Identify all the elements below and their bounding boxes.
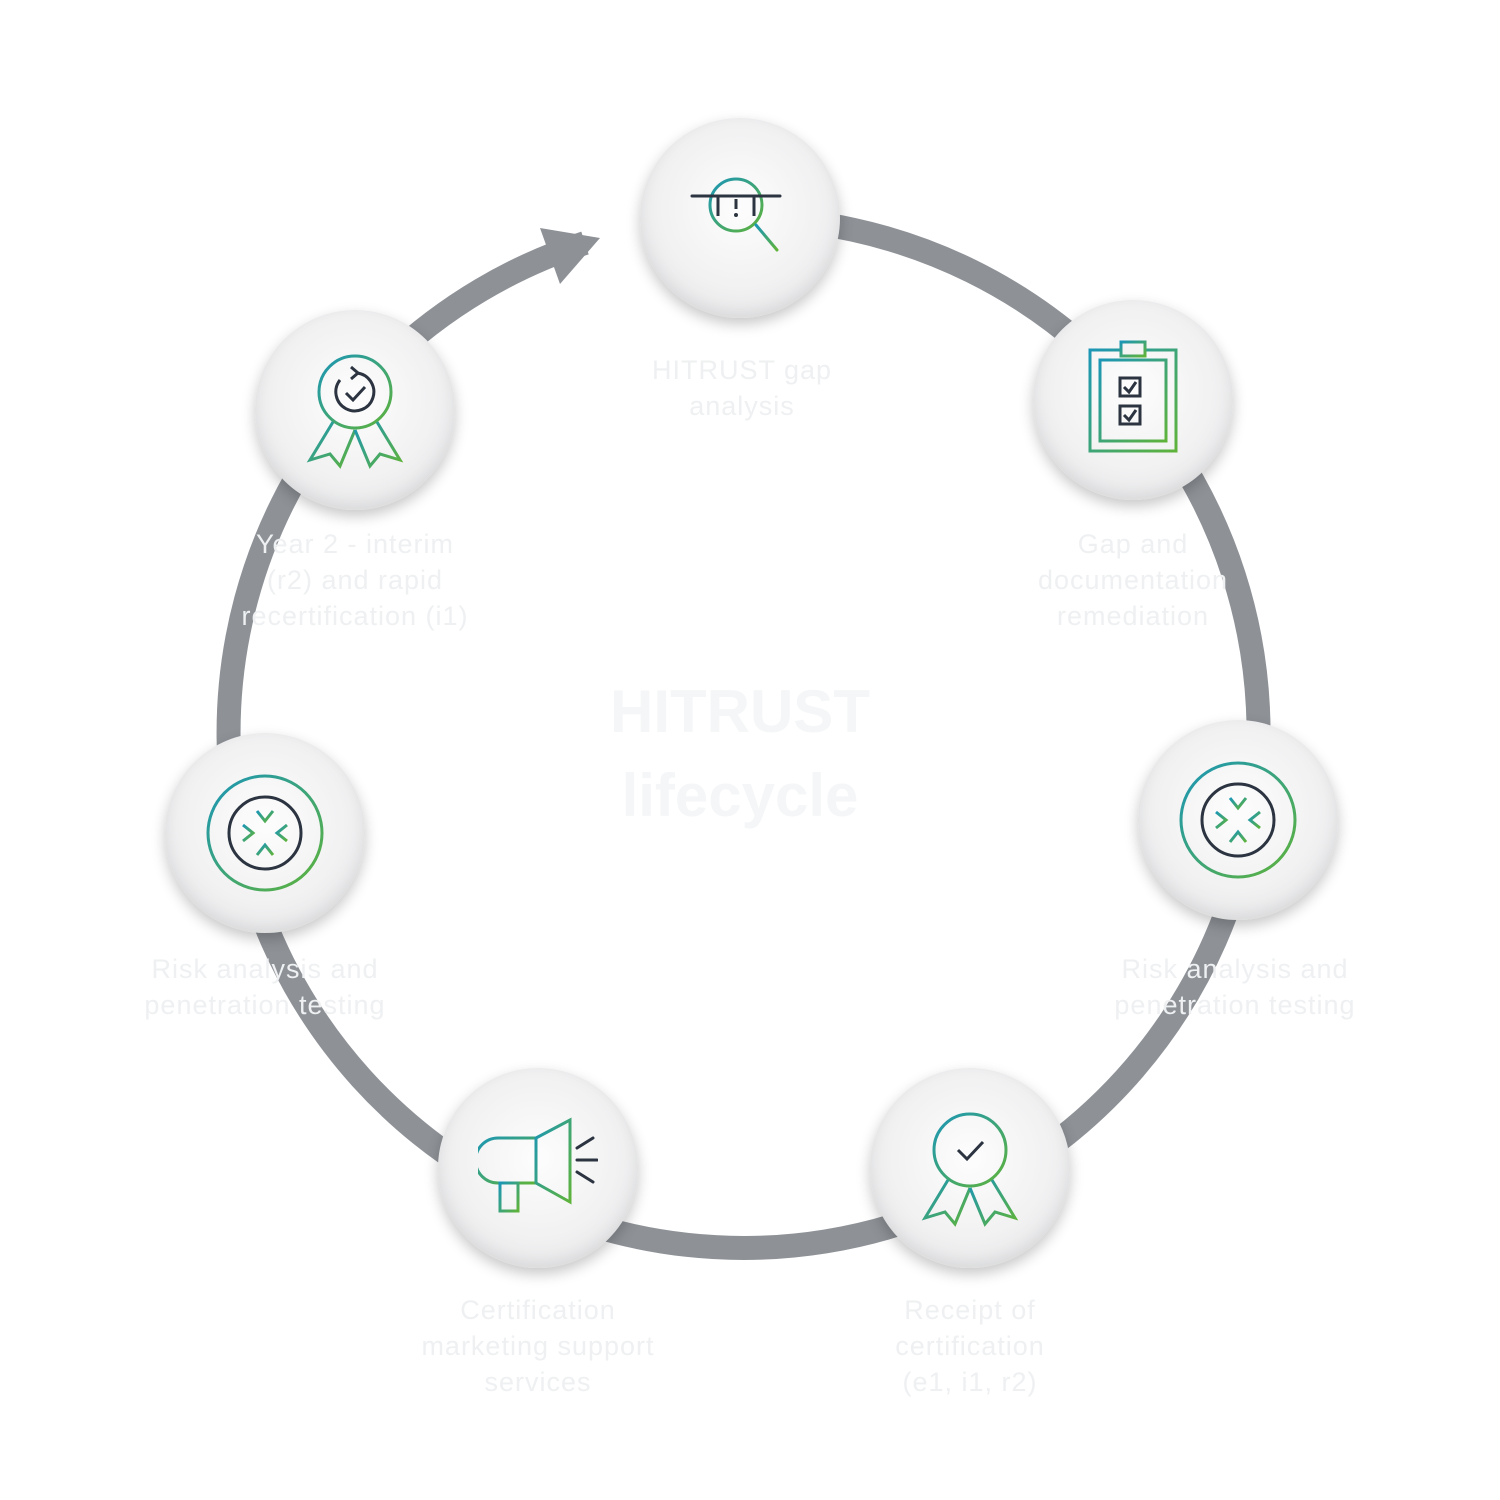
target-crosshair-icon	[206, 774, 324, 892]
step-label-year2-recertification: Year 2 - interim (r2) and rapid recertif…	[241, 529, 469, 631]
arrow-head-icon	[540, 228, 600, 284]
step-label-marketing-support: Certification marketing support services	[421, 1295, 655, 1397]
step-label-remediation: Gap and documentation remediation	[1037, 529, 1229, 631]
step-label-risk-analysis-right: Risk analysis and penetration testing	[1114, 954, 1356, 1020]
step-node-risk-analysis-left	[165, 733, 365, 933]
step-node-marketing-support	[438, 1068, 638, 1268]
step-label-receipt-certification: Receipt of certification (e1, i1, r2)	[895, 1295, 1045, 1397]
step-label-gap-analysis: HITRUST gap analysis	[651, 355, 833, 421]
step-node-year2-recertification	[255, 310, 455, 510]
megaphone-icon	[478, 1117, 598, 1213]
award-ribbon-icon	[921, 1112, 1019, 1227]
center-title: HITRUST lifecycle	[610, 678, 870, 829]
checklist-clipboard-icon	[1088, 340, 1178, 453]
target-crosshair-icon	[1179, 761, 1297, 879]
step-node-receipt-certification	[870, 1068, 1070, 1268]
step-node-remediation	[1033, 300, 1233, 500]
award-renewal-icon	[306, 354, 404, 469]
magnifier-alert-icon	[690, 177, 782, 252]
step-label-risk-analysis-left: Risk analysis and penetration testing	[144, 954, 386, 1020]
step-node-risk-analysis-right	[1138, 720, 1338, 920]
step-node-gap-analysis	[640, 118, 840, 318]
